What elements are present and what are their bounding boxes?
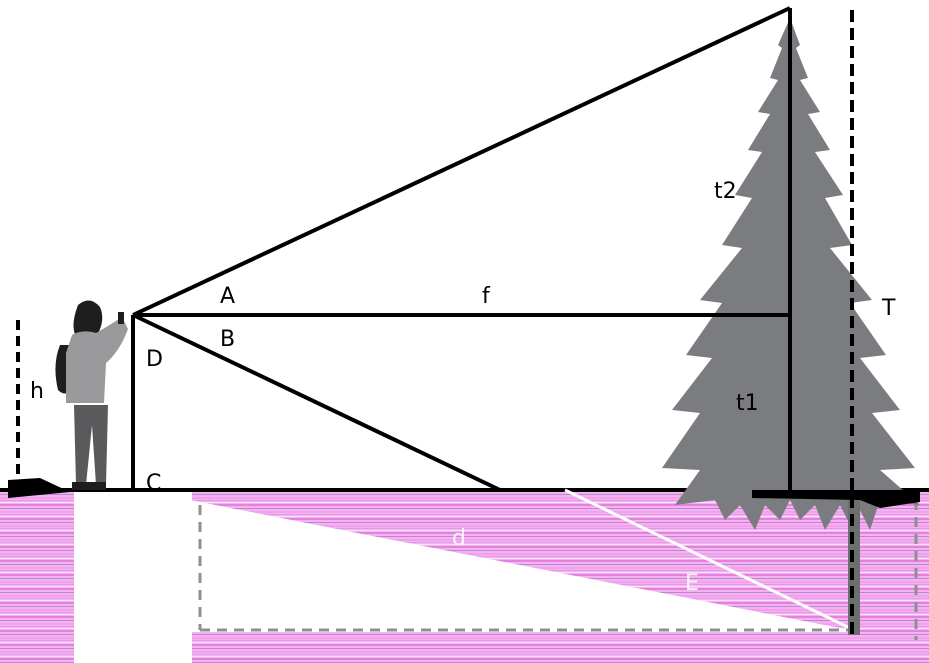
label-f-top: f (482, 284, 491, 309)
person-with-phone-icon (55, 300, 128, 490)
label-t2: t2 (714, 179, 737, 204)
ground-white-block (74, 492, 192, 663)
label-T: T (881, 296, 896, 321)
label-B: B (220, 327, 235, 352)
measurement-lines (131, 6, 792, 492)
person-pants (74, 405, 108, 485)
ground-glitch-left-edge (0, 490, 78, 663)
label-h: h (30, 379, 44, 404)
underground-dashed-box (198, 500, 918, 640)
ground-surface-line (0, 488, 929, 492)
label-E: E (685, 571, 699, 596)
label-t1: t1 (736, 391, 759, 416)
label-d: d (452, 526, 466, 551)
line-to-tree-base (132, 313, 501, 492)
person-coat (66, 317, 128, 403)
underground-E-line (564, 488, 859, 634)
person-ground-slab (8, 478, 70, 498)
label-f-bottom: f (452, 599, 461, 624)
person-shoes (72, 482, 106, 490)
ground-white-wedge (190, 500, 860, 632)
ground-band (0, 488, 929, 663)
label-C: C (146, 471, 161, 496)
label-A: A (220, 284, 235, 309)
line-to-tree-top (132, 6, 791, 317)
label-F: F (210, 526, 223, 551)
ground-white-under-line (560, 490, 920, 632)
phone-icon (118, 312, 124, 324)
label-D: D (146, 347, 163, 372)
tree-ground-slab (752, 490, 920, 508)
person-hair (73, 300, 103, 341)
